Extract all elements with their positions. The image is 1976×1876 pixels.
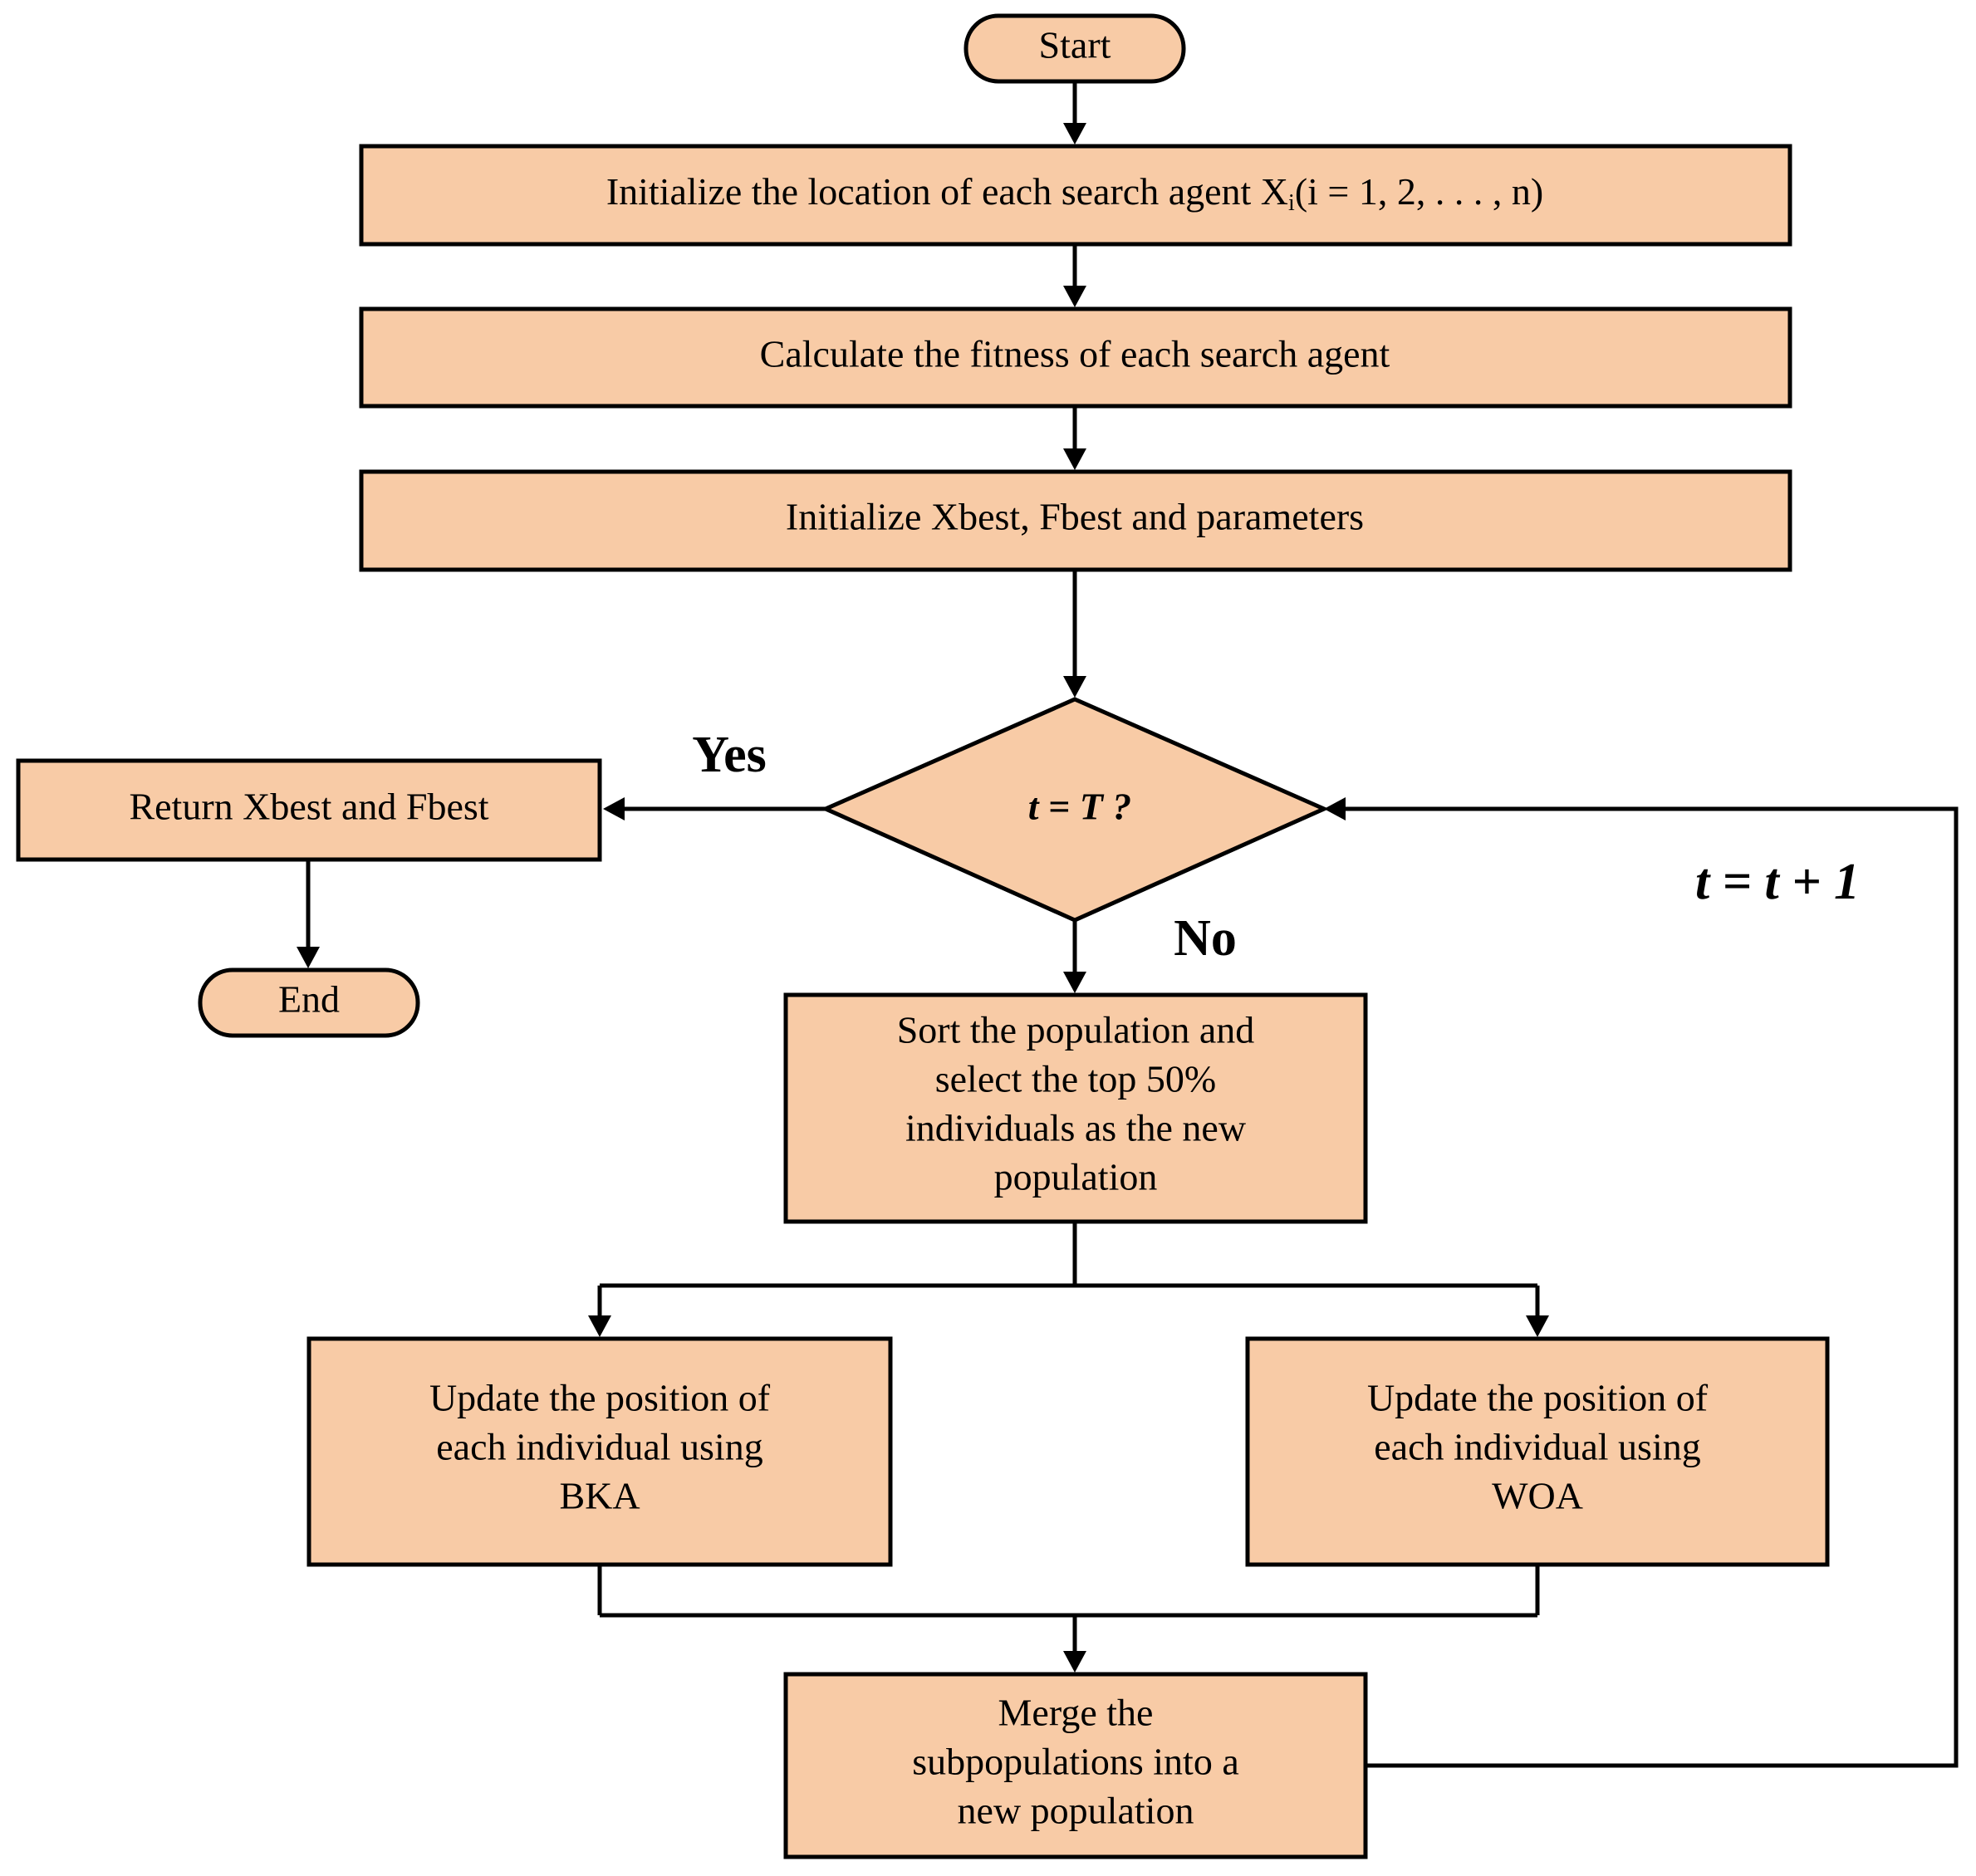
init-best-process: Initialize Xbest, Fbest and parameters (359, 469, 1792, 572)
loop-label: t = t + 1 (1695, 854, 1860, 910)
update-bka-line: BKA (559, 1475, 640, 1517)
connectors (297, 81, 1959, 1768)
calc-fitness-label: Calculate the fitness of each search age… (760, 333, 1390, 375)
merge-line: new population (958, 1790, 1194, 1832)
sort-population-line: individuals as the new (905, 1107, 1247, 1149)
init-best-label: Initialize Xbest, Fbest and parameters (786, 496, 1364, 538)
merge-process: Merge the subpopulations into a new popu… (783, 1672, 1368, 1859)
return-best-label: Return Xbest and Fbest (129, 786, 488, 828)
no-label: No (1174, 910, 1237, 967)
arrowhead (1063, 972, 1086, 993)
init-location-process: Initialize the location of each search a… (359, 144, 1792, 247)
arrowhead (1063, 676, 1086, 698)
loop-back-connector (1344, 806, 1959, 1768)
calc-fitness-process: Calculate the fitness of each search age… (359, 306, 1792, 409)
arrowhead (588, 1315, 611, 1337)
arrowhead (297, 947, 320, 968)
start-terminator: Start (963, 13, 1186, 84)
join-connector (597, 1565, 1540, 1653)
merge-line: Merge the (998, 1692, 1154, 1734)
arrowhead (1063, 1651, 1086, 1673)
end-label: End (278, 978, 340, 1021)
start-label: Start (1039, 24, 1111, 66)
arrowhead (1324, 797, 1346, 820)
update-woa-line: Update the position of (1367, 1377, 1709, 1419)
update-woa-line: WOA (1492, 1475, 1583, 1517)
arrowhead (1063, 448, 1086, 470)
arrowhead (1063, 123, 1086, 144)
update-woa-process: Update the position of each individual u… (1245, 1336, 1830, 1567)
update-bka-line: each individual using (436, 1426, 762, 1468)
update-bka-line: Update the position of (429, 1377, 771, 1419)
yes-label: Yes (692, 727, 767, 783)
split-connector (597, 1222, 1540, 1317)
sort-population-process: Sort the population and select the top 5… (783, 992, 1368, 1224)
arrowhead (603, 797, 625, 820)
arrowhead (1063, 286, 1086, 307)
sort-population-line: select the top 50% (935, 1058, 1217, 1100)
update-woa-line: each individual using (1374, 1426, 1700, 1468)
sort-population-line: Sort the population and (897, 1009, 1255, 1051)
update-bka-process: Update the position of each individual u… (306, 1336, 893, 1567)
sort-population-line: population (994, 1156, 1158, 1198)
return-best-process: Return Xbest and Fbest (16, 758, 602, 862)
decision-label: t = T ? (1028, 786, 1132, 828)
arrowhead (1526, 1315, 1549, 1337)
merge-line: subpopulations into a (912, 1741, 1239, 1783)
termination-decision: t = T ? (820, 697, 1330, 923)
init-location-label: Initialize the location of each search a… (606, 170, 1543, 217)
end-terminator: End (198, 967, 420, 1038)
